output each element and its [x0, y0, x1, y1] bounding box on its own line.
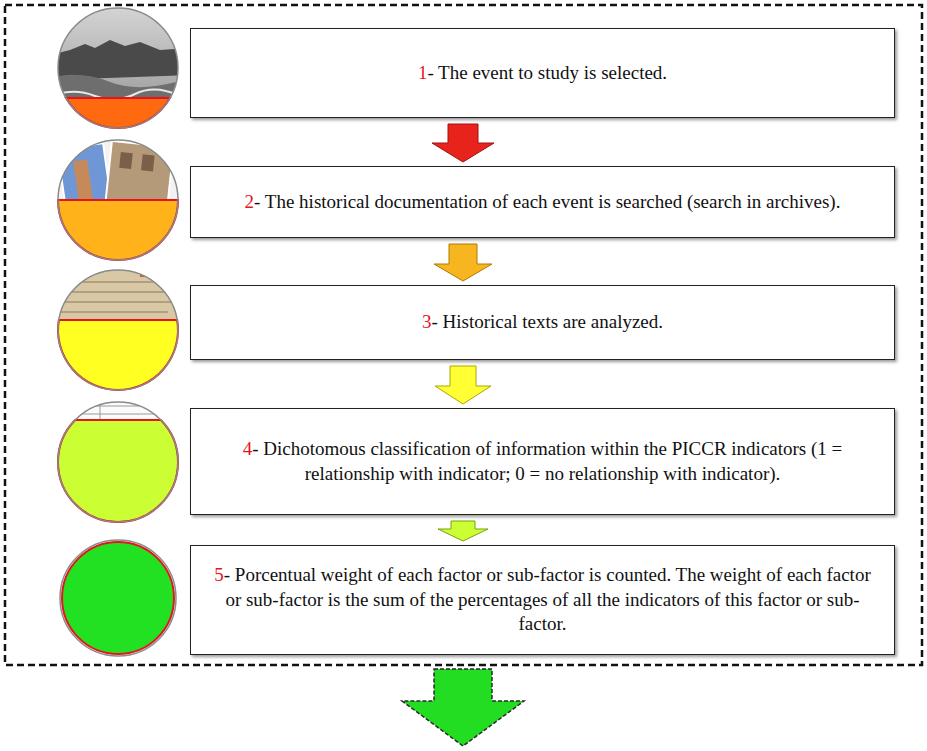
step-text: 4- Dichotomous classification of informa… [191, 437, 894, 486]
step-text: 3- Historical texts are analyzed. [400, 310, 685, 335]
step-text: 5- Porcentual weight of each factor or s… [191, 563, 894, 637]
engraving-picture [50, 0, 190, 140]
progress-fill [58, 320, 178, 390]
step-circle [60, 540, 176, 656]
step-circle [58, 270, 178, 390]
process-box: 4- Dichotomous classification of informa… [190, 408, 895, 515]
block-arrow [435, 366, 491, 404]
progress-fill [58, 200, 178, 260]
output-arrow [402, 669, 524, 746]
dashed-frame [5, 5, 922, 665]
block-arrow [434, 244, 492, 281]
progress-fill [66, 98, 170, 128]
process-box: 3- Historical texts are analyzed. [190, 285, 895, 360]
step-circle [58, 140, 178, 260]
table-picture [50, 390, 190, 530]
step-text: 2- The historical documentation of each … [223, 190, 863, 215]
block-arrow [432, 124, 494, 162]
progress-fill [62, 542, 174, 654]
process-box: 2- The historical documentation of each … [190, 166, 895, 238]
progress-fill [58, 420, 178, 522]
process-box: 1- The event to study is selected. [190, 28, 895, 118]
step-text: 1- The event to study is selected. [396, 61, 689, 86]
formula-picture [50, 530, 190, 670]
block-arrow [438, 521, 488, 541]
photo-picture [50, 130, 190, 270]
step-circle [58, 8, 178, 128]
process-box: 5- Porcentual weight of each factor or s… [190, 545, 895, 655]
manuscript-picture [50, 260, 190, 400]
step-circle [58, 402, 178, 522]
